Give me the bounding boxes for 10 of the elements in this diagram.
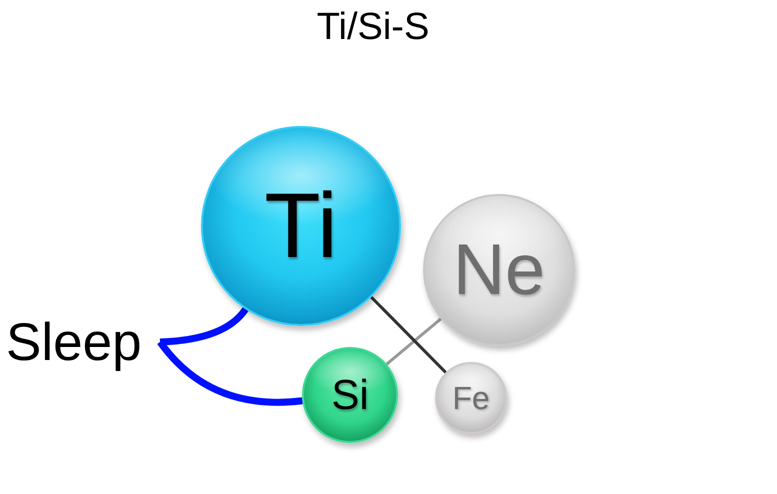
element-symbol: Ti (264, 180, 338, 272)
element-symbol: Ne (452, 234, 546, 306)
curved-connector (160, 307, 248, 346)
element-symbol: Fe (452, 382, 490, 414)
curved-connector (157, 340, 303, 406)
connector-line (386, 318, 442, 366)
element-symbol: Si (331, 374, 369, 416)
text-label: Sleep (6, 316, 143, 368)
connector-line (370, 296, 447, 374)
title: Ti/Si-S (316, 8, 430, 46)
